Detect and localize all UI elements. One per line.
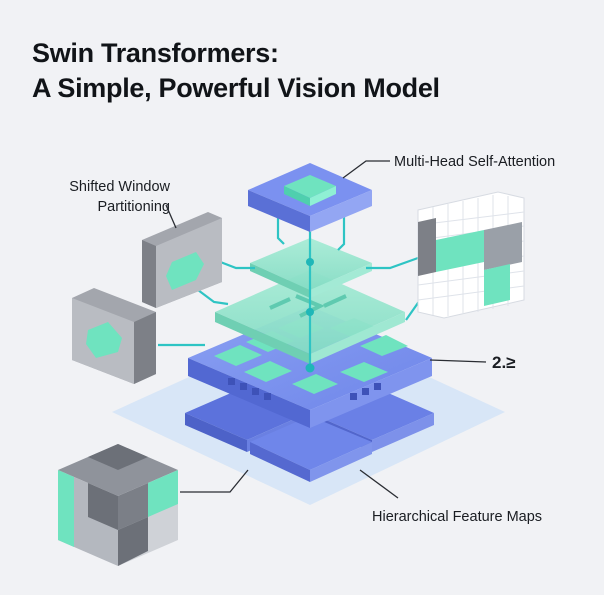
attention-head-cube <box>248 163 372 232</box>
feature-map-cube <box>58 444 178 566</box>
hierarchical-feature-maps-label: Hierarchical Feature Maps <box>372 509 543 525</box>
attention-grid-panel <box>417 191 525 319</box>
shifted-window-label-line-1: Shifted Window <box>69 179 170 195</box>
scale-label: 2.≥ <box>492 353 516 372</box>
page-title: Swin Transformers: A Simple, Powerful Vi… <box>32 36 440 106</box>
shifted-window-label-line-2: Partitioning <box>97 198 170 215</box>
connector-dots <box>305 258 315 373</box>
shifted-window-panel-top <box>142 212 222 308</box>
label-leader-lines <box>165 160 487 499</box>
title-line-2: A Simple, Powerful Vision Model <box>32 73 440 104</box>
bottom-tile-blocks <box>185 386 434 482</box>
shifted-window-panel-bottom <box>72 288 156 384</box>
shifted-window-label: Shifted Window Partitioning <box>62 178 170 217</box>
title-line-1: Swin Transformers: <box>32 38 279 68</box>
multi-head-attention-label: Multi-Head Self-Attention <box>394 154 556 170</box>
